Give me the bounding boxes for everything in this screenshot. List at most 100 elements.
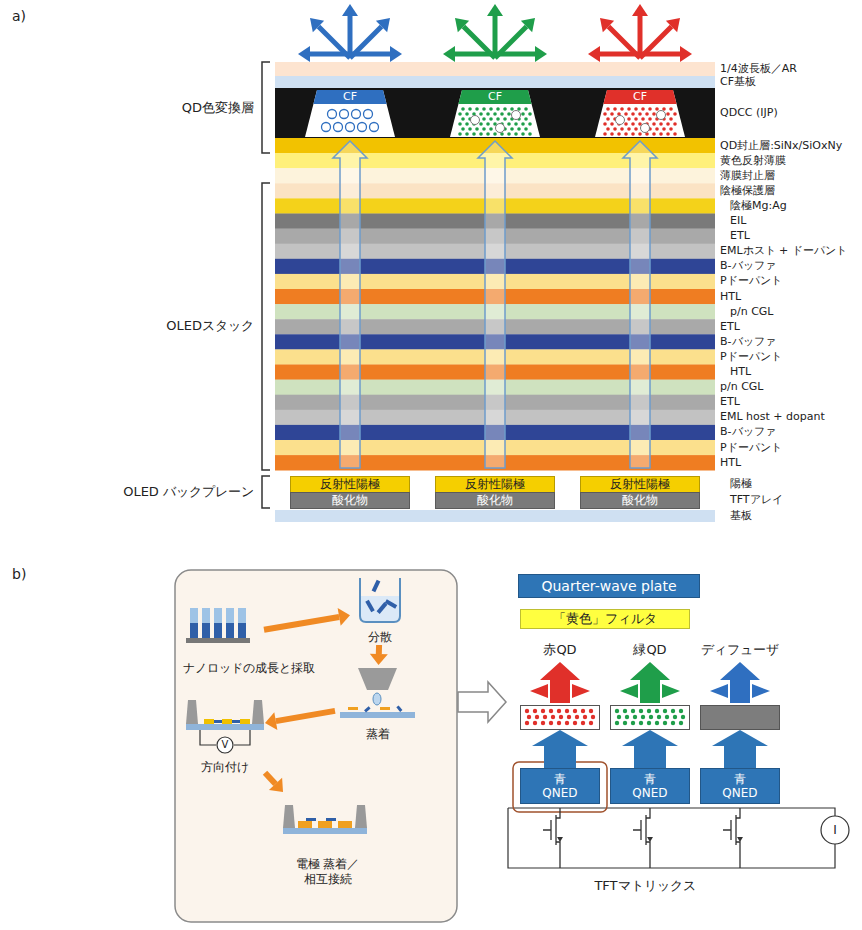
quantum-dot bbox=[613, 127, 617, 131]
panel-letter: a) bbox=[12, 8, 26, 25]
process-panel bbox=[175, 570, 457, 922]
qned-box: 青 QNED bbox=[610, 768, 690, 804]
quantum-dot bbox=[591, 715, 595, 719]
quantum-dot bbox=[615, 721, 619, 725]
drawing-part bbox=[283, 828, 367, 834]
anode-box: 反射性陽極 bbox=[290, 476, 410, 493]
quantum-dot bbox=[514, 132, 518, 136]
quantum-dot bbox=[461, 107, 465, 111]
layer-label: ETL bbox=[720, 396, 740, 409]
quantum-dot bbox=[503, 117, 507, 121]
quantum-dot bbox=[648, 117, 652, 121]
quantum-dot bbox=[613, 107, 617, 111]
quantum-dot bbox=[472, 132, 476, 136]
quantum-dot bbox=[475, 127, 479, 131]
quantum-dot bbox=[652, 132, 656, 136]
light-path-arrow bbox=[333, 141, 367, 468]
layer-label: EIL bbox=[730, 214, 746, 227]
drawing-part bbox=[364, 706, 371, 712]
cf-substrate-band bbox=[275, 76, 715, 88]
scatterer bbox=[370, 123, 379, 132]
beaker-illustration bbox=[360, 578, 400, 622]
quantum-dot bbox=[657, 715, 661, 719]
converted-light-arrow bbox=[620, 662, 680, 703]
quantum-dot bbox=[671, 709, 675, 713]
quantum-dot bbox=[663, 721, 667, 725]
drawing-part bbox=[595, 90, 685, 137]
quantum-dot bbox=[623, 709, 627, 713]
quantum-dot bbox=[652, 122, 656, 126]
scatterer bbox=[616, 116, 625, 125]
arrow-head bbox=[443, 46, 455, 62]
quantum-dot bbox=[549, 721, 553, 725]
quantum-dot bbox=[666, 112, 670, 116]
drawing-part bbox=[385, 599, 397, 608]
quantum-dot bbox=[645, 112, 649, 116]
deposition-illustration bbox=[340, 668, 415, 718]
oxide-box: 酸化物 bbox=[580, 492, 700, 509]
quantum-dot bbox=[482, 127, 486, 131]
emission-arrows bbox=[588, 4, 692, 62]
quantum-dot bbox=[510, 107, 514, 111]
quantum-dot bbox=[482, 107, 486, 111]
drawing-part bbox=[572, 684, 590, 698]
layer-label: 陰極保護層 bbox=[720, 184, 775, 197]
box-text: 酸化物 bbox=[477, 493, 513, 507]
quantum-dot bbox=[559, 715, 563, 719]
quantum-dot bbox=[521, 132, 525, 136]
color-filter-cell: CF bbox=[450, 90, 540, 137]
arrow-shaft bbox=[264, 617, 339, 630]
quantum-dot bbox=[527, 715, 531, 719]
quantum-dot bbox=[521, 122, 525, 126]
drawing-part bbox=[240, 719, 250, 724]
quarter-wave-band bbox=[275, 62, 715, 76]
quantum-dot bbox=[583, 715, 587, 719]
converter-heading: ディフューザ bbox=[701, 642, 779, 658]
quantum-dot bbox=[458, 132, 462, 136]
quantum-dot bbox=[606, 117, 610, 121]
process-step: 分散 bbox=[350, 575, 410, 645]
quantum-dot bbox=[528, 112, 532, 116]
quantum-dot bbox=[624, 122, 628, 126]
quantum-dot bbox=[655, 107, 659, 111]
drawing-part bbox=[360, 578, 400, 622]
quantum-dot bbox=[649, 715, 653, 719]
quantum-dot bbox=[671, 721, 675, 725]
drawing-part bbox=[262, 476, 270, 508]
light-path-arrow bbox=[478, 141, 512, 468]
quantum-dot bbox=[461, 127, 465, 131]
quantum-dot bbox=[606, 127, 610, 131]
quantum-dot bbox=[631, 709, 635, 713]
drawing-part bbox=[318, 821, 332, 828]
process-step: ナノロッドの成長と採取 bbox=[180, 598, 264, 676]
quantum-dot bbox=[525, 721, 529, 725]
quantum-dot bbox=[489, 107, 493, 111]
step-caption: 方向付け bbox=[201, 760, 249, 775]
quantum-dot bbox=[673, 122, 677, 126]
drawing-part bbox=[620, 684, 638, 698]
quantum-dot bbox=[623, 721, 627, 725]
drawing-part bbox=[508, 808, 835, 868]
quantum-dot bbox=[641, 715, 645, 719]
quantum-dot bbox=[665, 715, 669, 719]
substrate-band bbox=[275, 510, 715, 522]
quantum-dot bbox=[627, 107, 631, 111]
layer-label: 薄膜封止層 bbox=[720, 169, 775, 182]
box-text: 反射性陽極 bbox=[610, 477, 670, 491]
electrode-illustration bbox=[283, 805, 367, 834]
nanorod bbox=[214, 608, 222, 623]
drawing-part bbox=[338, 821, 352, 828]
quantum-dot bbox=[458, 112, 462, 116]
scatterer bbox=[322, 123, 331, 132]
layer-label: B-バッファ bbox=[720, 260, 776, 273]
drawing-part bbox=[326, 818, 336, 821]
arrow-head bbox=[535, 46, 547, 62]
nanorod bbox=[190, 623, 198, 638]
converted-light-arrow bbox=[530, 662, 590, 703]
quantum-dot bbox=[631, 721, 635, 725]
matrix-label: TFTマトリックス bbox=[594, 878, 695, 894]
converter-layer bbox=[610, 705, 690, 730]
nanorod-illustration bbox=[186, 638, 250, 643]
arrow-head bbox=[487, 4, 503, 16]
